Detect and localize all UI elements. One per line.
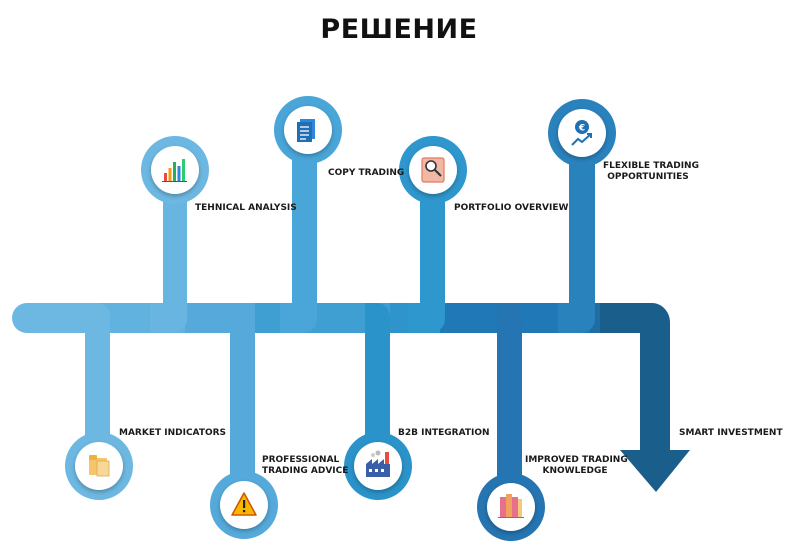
label-flexible-trading-line2: OPPORTUNITIES — [607, 172, 689, 182]
label-flexible-trading: FLEXIBLE TRADING OPPORTUNITIES — [603, 161, 699, 183]
label-flexible-trading-line1: FLEXIBLE TRADING — [603, 161, 699, 171]
label-professional-advice-line1: PROFESSIONAL — [262, 455, 340, 465]
folder-icon — [89, 455, 110, 477]
books-icon — [498, 494, 524, 518]
arrow-down-icon — [600, 303, 690, 492]
stem-tehnical-analysis — [150, 185, 187, 333]
node-professional-advice — [210, 471, 278, 539]
bar-chart-icon — [162, 159, 187, 182]
factory-icon — [366, 450, 390, 477]
euro-growth-icon: € — [571, 120, 592, 146]
label-professional-advice-line2: TRADING ADVICE — [262, 466, 349, 476]
node-flexible-trading: € — [548, 99, 616, 167]
node-tehnical-analysis — [141, 136, 209, 204]
magnifier-report-icon — [421, 157, 445, 183]
node-b2b-integration — [344, 432, 412, 500]
node-market-indicators — [65, 432, 133, 500]
stem-flexible-trading — [558, 155, 595, 333]
node-improved-knowledge — [477, 473, 545, 541]
svg-text:€: € — [578, 124, 585, 134]
label-professional-advice: PROFESSIONAL TRADING ADVICE — [262, 455, 348, 477]
warning-icon — [231, 492, 257, 516]
label-market-indicators: MARKET INDICATORS — [119, 428, 227, 438]
label-improved-knowledge: IMPROVED TRADING KNOWLEDGE — [525, 455, 628, 477]
label-b2b-integration: B2B INTEGRATION — [398, 428, 490, 438]
document-icon — [297, 119, 315, 142]
stem-b2b-integration — [365, 303, 390, 450]
stem-improved-knowledge — [497, 303, 522, 485]
label-copy-trading: COPY TRADING — [328, 168, 405, 178]
label-smart-investment: SMART INVESTMENT — [679, 428, 783, 438]
stem-market-indicators — [85, 303, 110, 450]
label-portfolio-overview: PORTFOLIO OVERVIEW — [454, 203, 569, 213]
label-tehnical-analysis: TEHNICAL ANALYSIS — [195, 203, 297, 213]
stem-copy-trading — [280, 150, 317, 333]
node-portfolio-overview — [399, 136, 467, 204]
stem-professional-advice — [230, 303, 255, 480]
stem-portfolio-overview — [408, 190, 445, 333]
page-title: РЕШЕНИЕ — [320, 14, 478, 45]
label-improved-knowledge-line2: KNOWLEDGE — [542, 466, 608, 476]
node-copy-trading — [274, 96, 342, 164]
label-improved-knowledge-line1: IMPROVED TRADING — [525, 455, 628, 465]
